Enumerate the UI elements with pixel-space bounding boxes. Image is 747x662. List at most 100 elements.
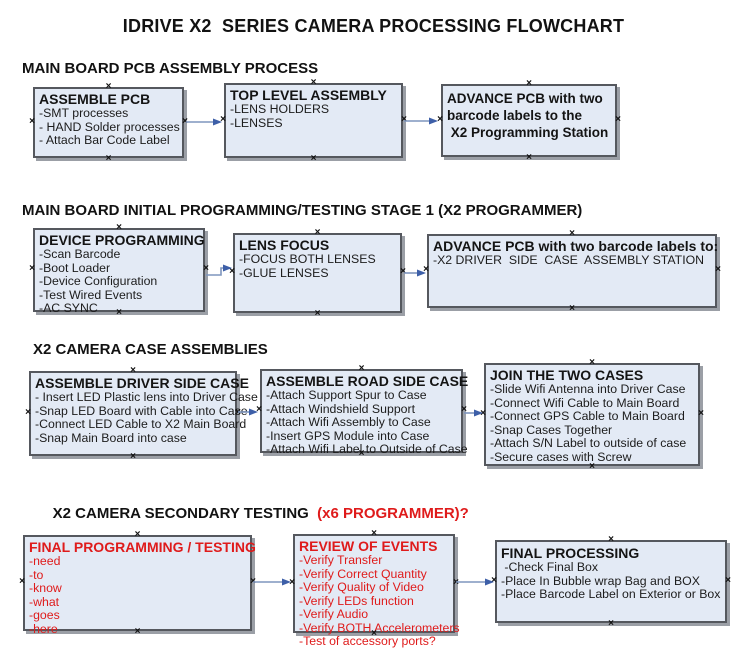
connection-handle-icon: × — [250, 576, 256, 587]
box-title-line: ADVANCE PCB with two — [447, 91, 603, 106]
flow-box-assemble-driver-side-case[interactable]: × × × × ASSEMBLE DRIVER SIDE CASE - Inse… — [25, 366, 258, 462]
box-title: LENS FOCUS — [239, 237, 330, 253]
box-line: -Secure cases with Screw — [490, 449, 632, 464]
section-heading-red-part: (x6 PROGRAMMER)? — [312, 505, 469, 522]
box-line: -SMT processes — [39, 106, 129, 120]
box-line: -Verify Quality of Video — [299, 580, 424, 594]
box-title-line: X2 Programming Station — [447, 125, 609, 140]
box-line: -what — [29, 594, 60, 609]
box-line: -Test Wired Events — [39, 287, 143, 302]
box-title: DEVICE PROGRAMMING — [39, 232, 205, 248]
connection-handle-icon: × — [608, 534, 614, 545]
connection-handle-icon: × — [289, 576, 295, 588]
box-title: REVIEW OF EVENTS — [299, 538, 438, 554]
section-heading-case-assemblies: X2 CAMERA CASE ASSEMBLIES — [33, 341, 268, 358]
flow-box-assemble-road-side-case[interactable]: × × × × ASSEMBLE ROAD SIDE CASE -Attach … — [256, 364, 469, 459]
connection-handle-icon: × — [182, 115, 188, 127]
section-heading-black-part: X2 CAMERA SECONDARY TESTING — [52, 505, 313, 522]
connection-handle-icon: × — [480, 407, 486, 419]
box-line: -AC SYNC — [39, 301, 98, 315]
box-line: -Snap Cases Together — [490, 422, 613, 437]
page-title: IDRIVE X2 SERIES CAMERA PROCESSING FLOWC… — [122, 16, 625, 36]
connection-handle-icon: × — [400, 266, 406, 277]
connection-handle-icon: × — [615, 113, 621, 125]
box-line: -Verify Correct Quantity — [299, 566, 427, 581]
box-line: -Place In Bubble wrap Bag and BOX — [501, 573, 700, 588]
flow-box-join-two-cases[interactable]: × × × × JOIN THE TWO CASES -Slide Wifi A… — [480, 358, 704, 472]
connection-handle-icon: × — [437, 113, 443, 125]
box-line: -goes — [29, 608, 60, 622]
box-line: -Connect GPS Cable to Main Board — [490, 409, 685, 423]
box-line: - Insert LED Plastic lens into Driver Ca… — [35, 390, 258, 404]
connection-handle-icon: × — [256, 404, 262, 415]
connection-handle-icon: × — [453, 576, 459, 588]
box-title: JOIN THE TWO CASES — [490, 367, 644, 383]
box-line: -here — [29, 621, 58, 636]
box-line: -LENSES — [230, 115, 283, 130]
connection-handle-icon: × — [105, 153, 112, 164]
box-line: -Verify BOTH Accelerometers — [299, 620, 460, 635]
connection-handle-icon: × — [698, 407, 704, 419]
connection-handle-icon: × — [310, 153, 317, 164]
connection-handle-icon: × — [526, 152, 532, 163]
box-title: ASSEMBLE PCB — [39, 91, 151, 107]
connection-handle-icon: × — [29, 263, 35, 274]
box-title: ASSEMBLE DRIVER SIDE CASE — [35, 375, 249, 391]
box-line: -Connect LED Cable to X2 Main Board — [35, 417, 247, 431]
connection-handle-icon: × — [423, 264, 429, 275]
box-line: -Attach S/N Label to outside of case — [490, 436, 687, 450]
flow-box-advance-pcb-programming-station[interactable]: × × × × ADVANCE PCB with two barcode lab… — [437, 79, 621, 163]
connection-handle-icon: × — [526, 78, 532, 89]
box-line: -FOCUS BOTH LENSES — [239, 252, 376, 266]
box-line: -Connect Wifi Cable to Main Board — [490, 395, 680, 410]
connection-handle-icon: × — [220, 113, 226, 125]
box-line: -Test of accessory ports? — [299, 634, 436, 648]
flow-box-advance-pcb-driver-side-station[interactable]: × × × × ADVANCE PCB with two barcode lab… — [423, 229, 721, 314]
connection-handle-icon: × — [25, 406, 31, 418]
flow-box-final-programming-testing[interactable]: × × × × FINAL PROGRAMMING / TESTING -nee… — [19, 530, 256, 637]
box-title: TOP LEVEL ASSEMBLY — [230, 87, 387, 103]
connection-handle-icon: × — [130, 451, 136, 462]
box-line: -Snap LED Board with Cable into Case — [35, 403, 248, 418]
flow-box-top-level-assembly[interactable]: × × × × TOP LEVEL ASSEMBLY -LENS HOLDERS… — [220, 78, 407, 164]
box-title-line: barcode labels to the — [447, 108, 583, 123]
box-line: -Snap Main Board into case — [35, 430, 187, 445]
connection-handle-icon: × — [29, 115, 35, 127]
connection-handle-icon: × — [569, 303, 575, 314]
connection-handle-icon: × — [608, 618, 614, 629]
box-line: -Place Barcode Label on Exterior or Box — [501, 587, 721, 601]
box-line: -X2 DRIVER SIDE CASE ASSEMBLY STATION — [433, 253, 705, 267]
connection-handle-icon: × — [19, 576, 25, 587]
box-line: -Slide Wifi Antenna into Driver Case — [490, 382, 686, 396]
box-title: FINAL PROGRAMMING / TESTING — [29, 539, 256, 555]
flow-box-assemble-pcb[interactable]: × × × × ASSEMBLE PCB -SMT processes - HA… — [29, 82, 188, 164]
section-heading-secondary-testing: X2 CAMERA SECONDARY TESTING (x6 PROGRAMM… — [36, 488, 469, 539]
box-line: - Attach Bar Code Label — [39, 133, 170, 147]
section-heading-pcb-assembly: MAIN BOARD PCB ASSEMBLY PROCESS — [22, 60, 319, 77]
connection-handle-icon: × — [229, 266, 235, 277]
box-title: ADVANCE PCB with two barcode labels to: — [433, 238, 719, 254]
box-line: -GLUE LENSES — [239, 265, 329, 280]
box-title: ASSEMBLE ROAD SIDE CASE — [266, 373, 469, 389]
flow-box-review-of-events[interactable]: × × × × REVIEW OF EVENTS -Verify Transfe… — [289, 529, 460, 648]
box-title: FINAL PROCESSING — [501, 545, 640, 561]
box-line: -Verify Audio — [299, 607, 369, 621]
flow-box-final-processing[interactable]: × × × × FINAL PROCESSING -Check Final Bo… — [491, 535, 731, 629]
connection-handle-icon: × — [401, 113, 407, 125]
box-line: -Attach Wifi Label to Outside of Case — [266, 442, 468, 456]
connection-handle-icon: × — [461, 404, 467, 415]
box-line: -LENS HOLDERS — [230, 102, 330, 116]
box-line: -Check Final Box — [501, 560, 599, 574]
box-line: -Scan Barcode — [39, 247, 121, 261]
box-line: - HAND Solder processes — [39, 119, 180, 134]
box-line: -Device Configuration — [39, 274, 158, 288]
box-line: -Attach Support Spur to Case — [266, 388, 427, 402]
box-line: -Verify Transfer — [299, 553, 383, 567]
flow-box-lens-focus[interactable]: × × × × LENS FOCUS -FOCUS BOTH LENSES -G… — [229, 228, 406, 319]
connection-handle-icon: × — [725, 574, 731, 586]
connection-handle-icon: × — [715, 264, 721, 275]
box-line: -Attach Wifi Assembly to Case — [266, 415, 431, 429]
box-line: -Insert GPS Module into Case — [266, 428, 430, 443]
flow-box-device-programming[interactable]: × × × × DEVICE PROGRAMMING -Scan Barcode… — [29, 223, 209, 318]
